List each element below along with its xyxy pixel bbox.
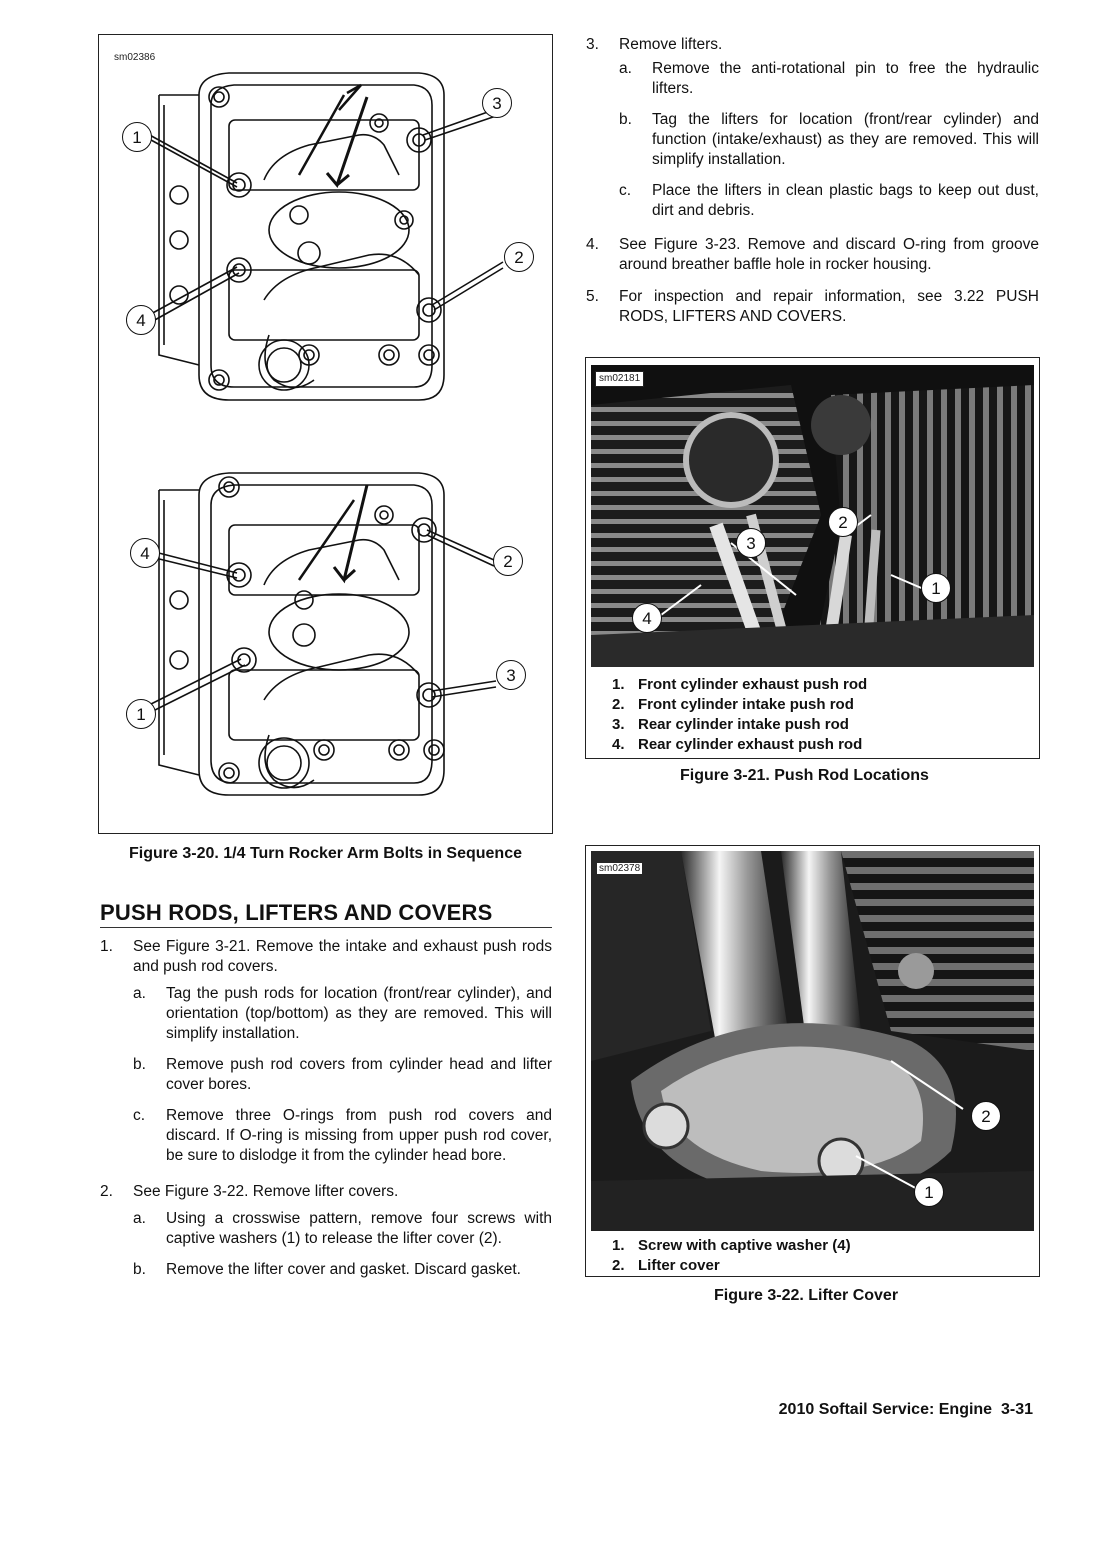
legend-text: Front cylinder exhaust push rod xyxy=(638,676,868,693)
substep-letter: a. xyxy=(133,1210,146,1227)
callout-4: 4 xyxy=(126,305,156,335)
figure-3-22: sm02378 1 2 1. Screw with captive washer … xyxy=(585,845,1040,1277)
rocker-cover-drawing xyxy=(145,72,504,796)
figure-id: sm02378 xyxy=(597,863,643,874)
step-text: Remove lifters. xyxy=(619,36,723,53)
legend-item: 2. Lifter cover xyxy=(612,1256,1039,1276)
substep-b: b. Tag the lifters for location (front/r… xyxy=(619,110,1039,170)
legend-text: Screw with captive washer (4) xyxy=(638,1237,851,1254)
step-text: See Figure 3-23. Remove and discard O-ri… xyxy=(619,236,1039,273)
callout-1: 1 xyxy=(921,573,951,603)
legend-number: 1. xyxy=(612,676,625,693)
figure-3-22-caption: Figure 3-22. Lifter Cover xyxy=(714,1287,899,1304)
figure-id: sm02386 xyxy=(114,52,156,63)
substep-letter: c. xyxy=(619,182,632,199)
figure-3-21: sm02181 1 2 3 4 1. Front cylinder exhaust… xyxy=(585,357,1040,759)
substep-a: a. Using a crosswise pattern, remove fou… xyxy=(133,1209,552,1249)
step-5: 5. For inspection and repair information… xyxy=(586,287,1039,327)
lifter-cover-photo: sm02378 1 2 xyxy=(591,851,1034,1231)
step-2: 2. See Figure 3-22. Remove lifter covers… xyxy=(100,1182,552,1280)
legend-item: 2. Front cylinder intake push rod xyxy=(612,695,1039,715)
substep-letter: a. xyxy=(619,60,632,77)
figure-id: sm02181 xyxy=(595,371,645,387)
callout-2: 2 xyxy=(828,507,858,537)
figure-3-20-caption: Figure 3-20. 1/4 Turn Rocker Arm Bolts i… xyxy=(129,845,522,862)
step-text: See Figure 3-21. Remove the intake and e… xyxy=(133,938,552,975)
legend-text: Rear cylinder exhaust push rod xyxy=(638,736,863,753)
substep-a: a. Tag the push rods for location (front… xyxy=(133,984,552,1044)
legend-text: Rear cylinder intake push rod xyxy=(638,716,849,733)
substep-a: a. Remove the anti-rotational pin to fre… xyxy=(619,59,1039,99)
legend-text: Front cylinder intake push rod xyxy=(638,696,854,713)
substep-b: b. Remove push rod covers from cylinder … xyxy=(133,1055,552,1095)
callout-1: 1 xyxy=(914,1177,944,1207)
legend-number: 4. xyxy=(612,736,625,753)
callout-4: 4 xyxy=(130,538,160,568)
callout-3: 3 xyxy=(482,88,512,118)
step-3: 3. Remove lifters. a. Remove the anti-ro… xyxy=(586,35,1039,221)
step-number: 3. xyxy=(586,36,599,53)
page-footer: 2010 Softail Service: Engine 3-31 xyxy=(778,1401,1033,1418)
substep-text: Remove the anti-rotational pin to free t… xyxy=(652,60,1039,97)
substep-letter: b. xyxy=(133,1261,146,1278)
substep-b: b. Remove the lifter cover and gasket. D… xyxy=(133,1260,552,1280)
right-procedure-steps: 3. Remove lifters. a. Remove the anti-ro… xyxy=(586,35,1039,338)
callout-1: 1 xyxy=(122,122,152,152)
push-rod-photo: sm02181 1 2 3 4 xyxy=(591,365,1034,667)
substep-letter: b. xyxy=(619,111,632,128)
legend-number: 3. xyxy=(612,716,625,733)
bottom-rocker-assembly xyxy=(146,472,497,796)
figure-3-21-legend: 1. Front cylinder exhaust push rod 2. Fron… xyxy=(586,675,1039,755)
substep-letter: b. xyxy=(133,1056,146,1073)
callout-3: 3 xyxy=(736,528,766,558)
top-rocker-assembly xyxy=(145,72,504,401)
callout-4: 4 xyxy=(632,603,662,633)
legend-number: 2. xyxy=(612,696,625,713)
legend-number: 2. xyxy=(612,1257,625,1274)
step-4: 4. See Figure 3-23. Remove and discard O… xyxy=(586,235,1039,275)
legend-number: 1. xyxy=(612,1237,625,1254)
substep-text: Remove the lifter cover and gasket. Disc… xyxy=(166,1261,521,1278)
substep-letter: a. xyxy=(133,985,146,1002)
section-title: PUSH RODS, LIFTERS AND COVERS xyxy=(100,900,552,928)
figure-3-21-caption: Figure 3-21. Push Rod Locations xyxy=(680,767,929,784)
legend-text: Lifter cover xyxy=(638,1257,720,1274)
legend-item: 3. Rear cylinder intake push rod xyxy=(612,715,1039,735)
legend-item: 1. Front cylinder exhaust push rod xyxy=(612,675,1039,695)
callout-2: 2 xyxy=(971,1101,1001,1131)
step-number: 1. xyxy=(100,938,113,955)
substep-text: Tag the lifters for location (front/rear… xyxy=(652,111,1039,168)
substep-text: Using a crosswise pattern, remove four s… xyxy=(166,1210,552,1247)
substep-c: c. Place the lifters in clean plastic ba… xyxy=(619,181,1039,221)
substep-c: c. Remove three O-rings from push rod co… xyxy=(133,1106,552,1166)
step-1: 1. See Figure 3-21. Remove the intake an… xyxy=(100,937,552,1166)
step-number: 2. xyxy=(100,1183,113,1200)
substep-text: Place the lifters in clean plastic bags … xyxy=(652,182,1039,219)
legend-item: 4. Rear cylinder exhaust push rod xyxy=(612,735,1039,755)
step-text: For inspection and repair information, s… xyxy=(619,288,1039,325)
callout-2: 2 xyxy=(493,546,523,576)
substep-text: Remove three O-rings from push rod cover… xyxy=(166,1107,552,1164)
left-procedure-steps: 1. See Figure 3-21. Remove the intake an… xyxy=(100,937,552,1291)
step-text: See Figure 3-22. Remove lifter covers. xyxy=(133,1183,399,1200)
callout-3: 3 xyxy=(496,660,526,690)
figure-3-22-legend: 1. Screw with captive washer (4) 2. Lifter… xyxy=(586,1236,1039,1276)
legend-item: 1. Screw with captive washer (4) xyxy=(612,1236,1039,1256)
callout-1: 1 xyxy=(126,699,156,729)
substep-letter: c. xyxy=(133,1107,146,1124)
callout-2: 2 xyxy=(504,242,534,272)
figure-3-20: sm02386 xyxy=(98,34,553,834)
substep-text: Tag the push rods for location (front/re… xyxy=(166,985,552,1042)
step-number: 5. xyxy=(586,288,599,305)
step-number: 4. xyxy=(586,236,599,253)
substep-text: Remove push rod covers from cylinder hea… xyxy=(166,1056,552,1093)
